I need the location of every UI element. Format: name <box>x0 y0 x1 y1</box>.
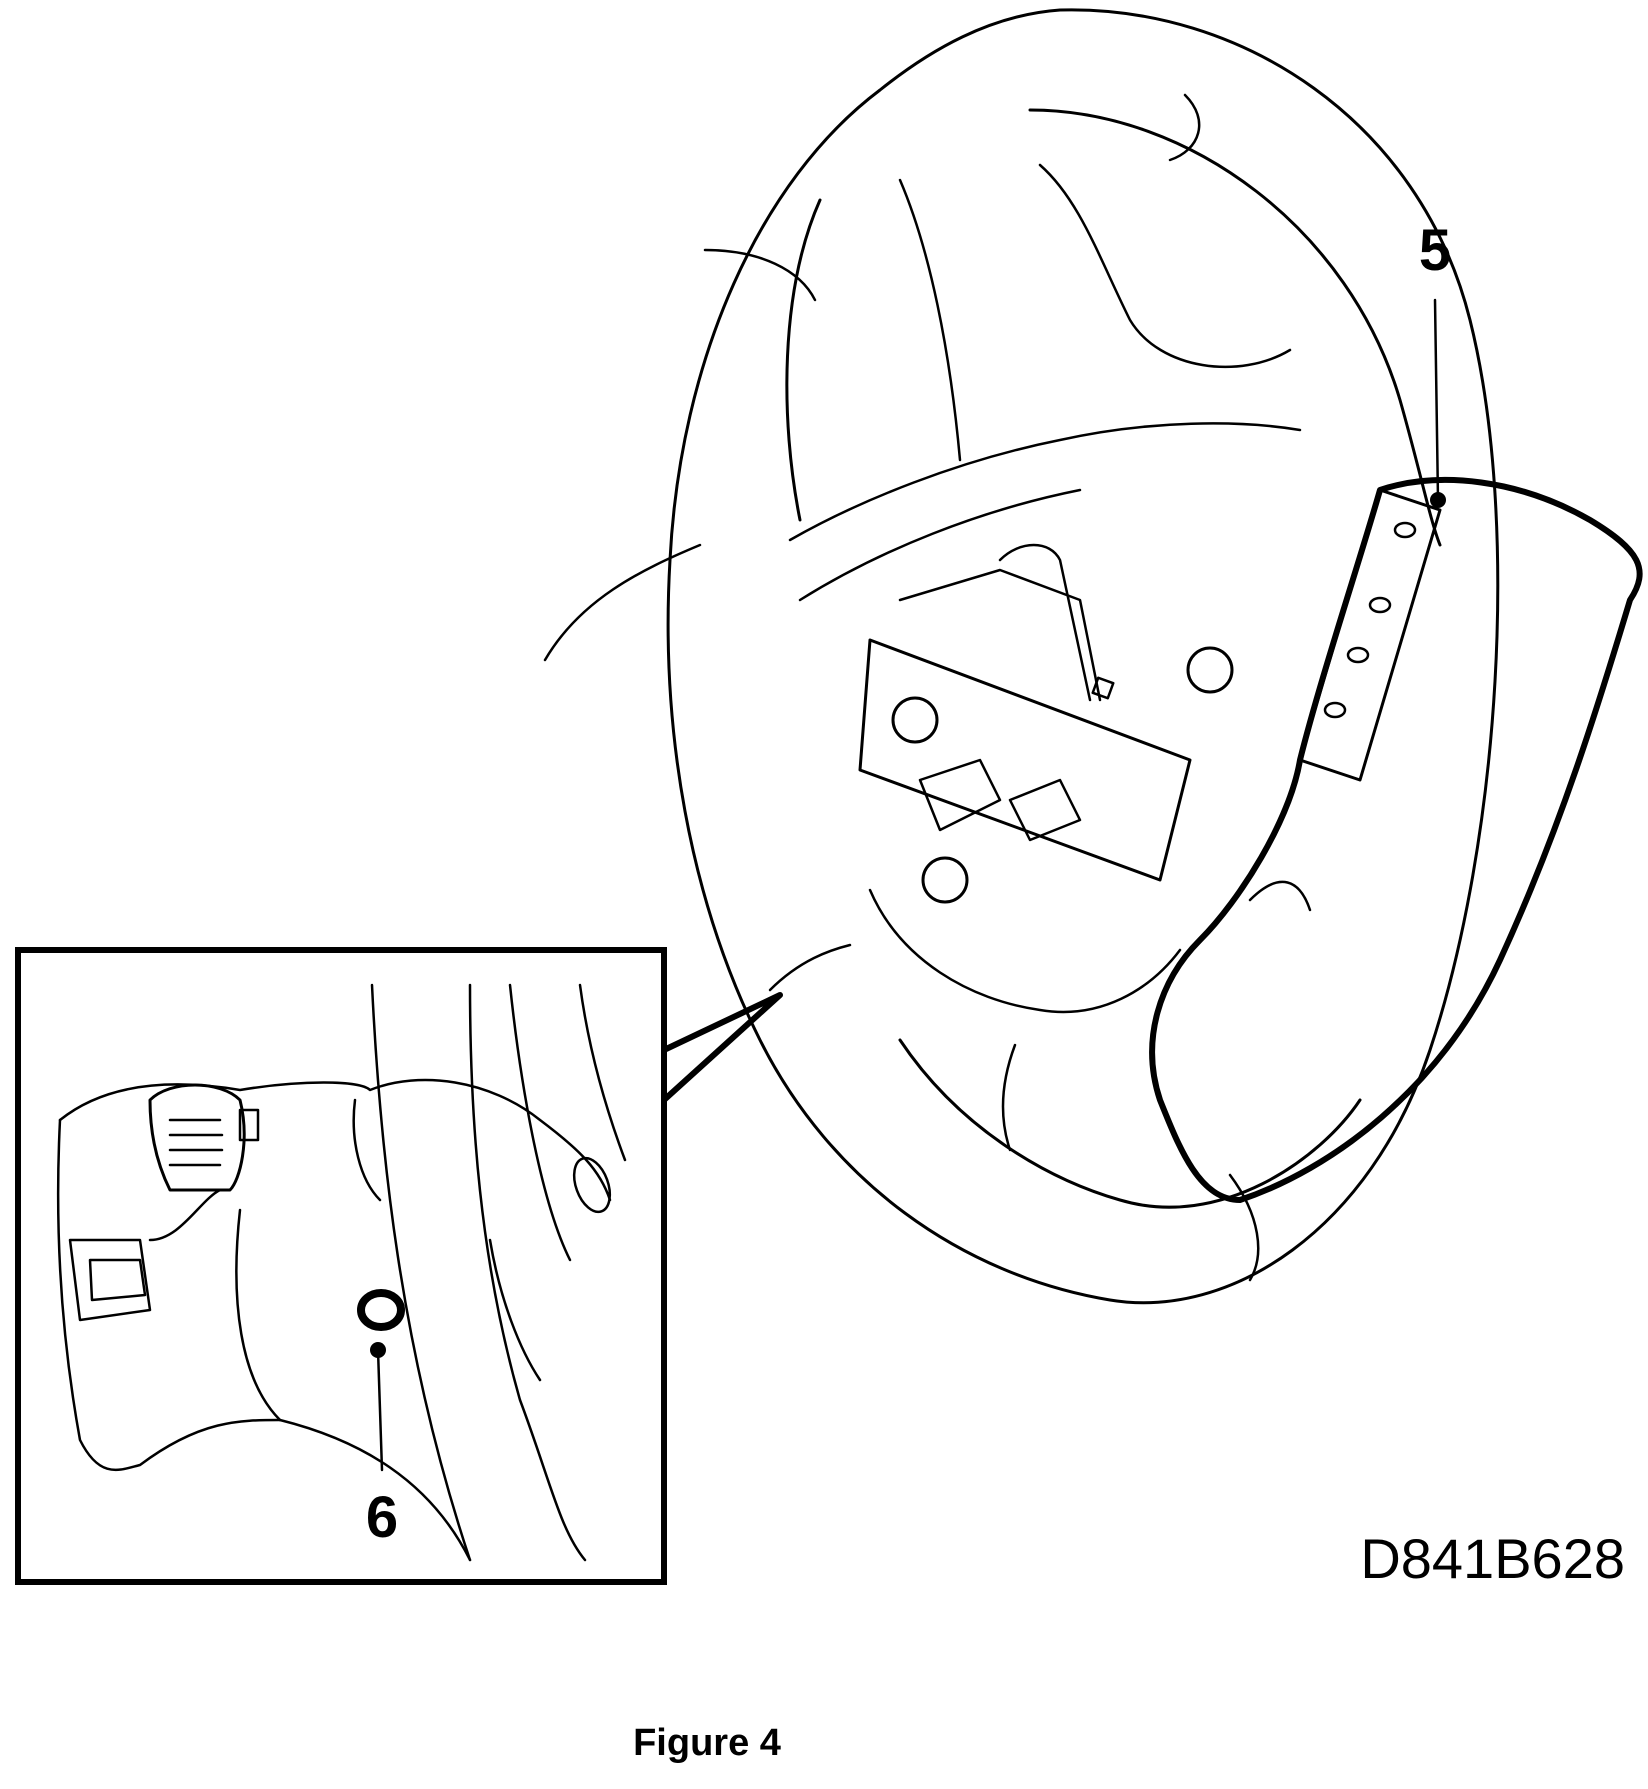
inset-hole <box>357 1289 405 1331</box>
steering-column-line <box>543 543 702 662</box>
wheel-rim-outer <box>666 8 1500 1305</box>
callout-6-label: 6 <box>366 1485 398 1550</box>
module-holes <box>1323 521 1417 719</box>
steering-wheel <box>543 8 1643 1305</box>
left-spoke <box>788 422 1302 602</box>
upper-spoke <box>898 163 1292 462</box>
hub-bolt <box>921 856 969 904</box>
steering-column-line <box>768 943 852 992</box>
rim-seam-bottom <box>1228 1173 1260 1282</box>
callout-5-dot <box>1430 492 1446 508</box>
callout-5: 5 <box>1419 218 1451 508</box>
rim-seam-left <box>703 248 817 302</box>
callout-6-leader <box>376 1348 384 1472</box>
hub-bolt <box>1186 646 1234 694</box>
rim-seam-lower-left <box>1001 1043 1017 1152</box>
inset-contents <box>56 983 627 1562</box>
callout-5-leader <box>1433 298 1440 502</box>
wheel-hub <box>858 543 1312 1014</box>
rim-seam-top <box>1168 93 1201 162</box>
detail-inset <box>15 947 783 1585</box>
inset-pointer <box>661 992 783 1103</box>
hub-bolt <box>891 696 939 744</box>
inset-connector <box>148 1083 246 1192</box>
module-connector-strip <box>1298 488 1442 782</box>
figure-caption: Figure 4 <box>633 1722 781 1764</box>
wheel-rim-inner <box>785 108 1442 1209</box>
inset-frame <box>15 947 667 1585</box>
airbag-module <box>1149 477 1643 1203</box>
callout-6-dot <box>370 1342 386 1358</box>
callout-5-label: 5 <box>1419 218 1451 283</box>
drawing-code: D841B628 <box>1360 1527 1625 1590</box>
